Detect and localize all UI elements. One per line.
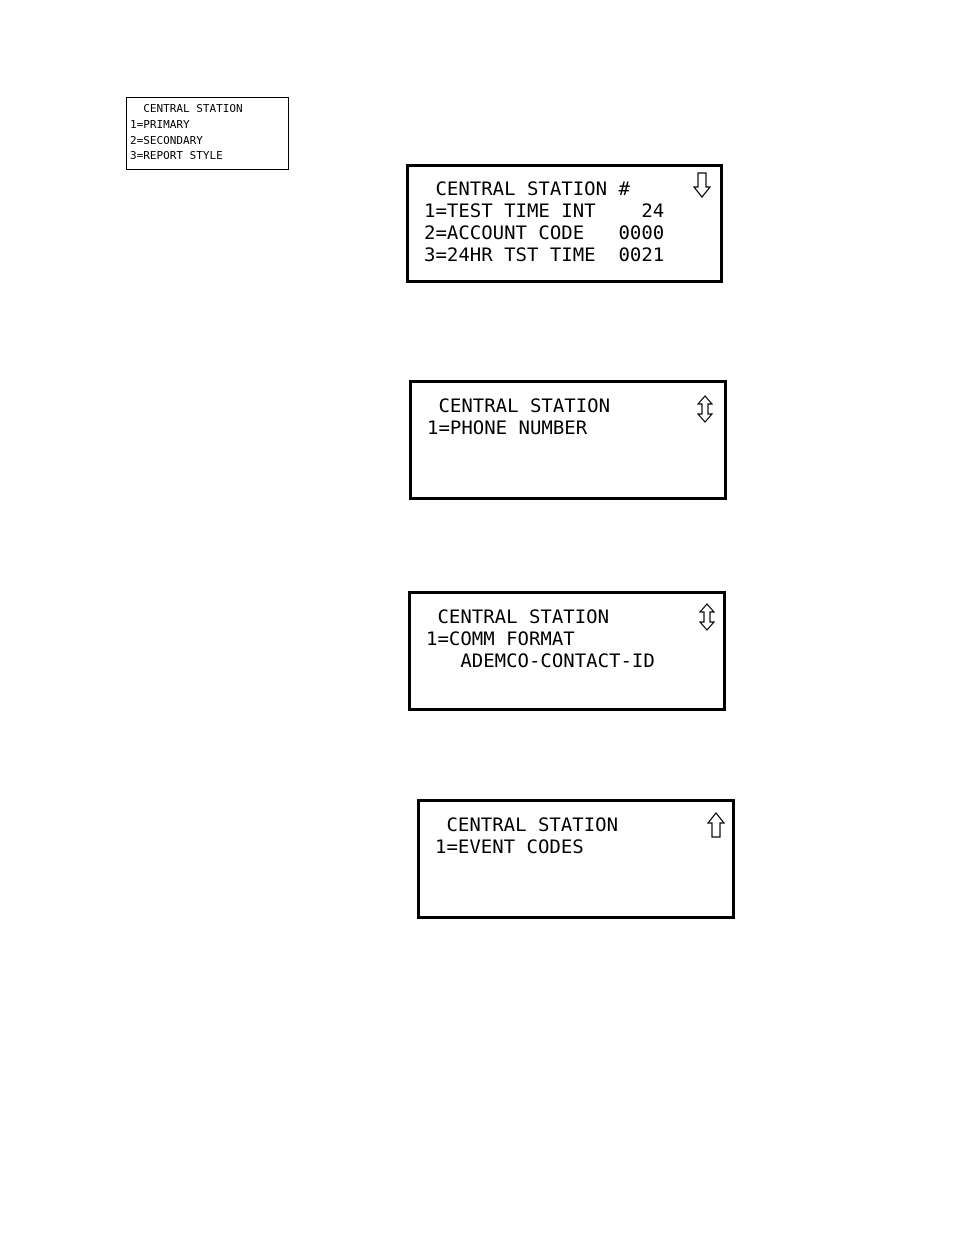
menu-option-test-time-int[interactable]: 1=TEST TIME INT 24 [424,200,665,222]
menu-option-phone-number[interactable]: 1=PHONE NUMBER [427,417,588,439]
menu-option-account-code[interactable]: 2=ACCOUNT CODE 0000 [424,222,665,244]
screen-title: CENTRAL STATION [426,606,610,628]
central-station-phone-screen: CENTRAL STATION 1=PHONE NUMBER [409,380,727,500]
menu-option-secondary[interactable]: 2=SECONDARY [130,134,203,147]
central-station-comm-format-screen: CENTRAL STATION 1=COMM FORMAT ADEMCO-CON… [408,591,726,711]
up-arrow-icon [707,812,725,838]
comm-format-value: ADEMCO-CONTACT-ID [426,650,655,672]
down-arrow-icon [693,172,711,198]
menu-option-event-codes[interactable]: 1=EVENT CODES [435,836,584,858]
up-down-arrow-icon [697,395,713,423]
central-station-settings-screen: CENTRAL STATION # 1=TEST TIME INT 24 2=A… [406,164,723,283]
screen-title: CENTRAL STATION [130,102,243,115]
menu-option-report-style[interactable]: 3=REPORT STYLE [130,149,223,162]
central-station-event-codes-screen: CENTRAL STATION 1=EVENT CODES [417,799,735,919]
screen-title: CENTRAL STATION [435,814,619,836]
up-down-arrow-icon [699,603,715,631]
menu-option-primary[interactable]: 1=PRIMARY [130,118,190,131]
central-station-menu-screen: CENTRAL STATION 1=PRIMARY 2=SECONDARY 3=… [126,97,289,170]
screen-title: CENTRAL STATION # [424,178,630,200]
menu-option-comm-format[interactable]: 1=COMM FORMAT [426,628,575,650]
menu-option-24hr-test-time[interactable]: 3=24HR TST TIME 0021 [424,244,665,266]
screen-title: CENTRAL STATION [427,395,611,417]
